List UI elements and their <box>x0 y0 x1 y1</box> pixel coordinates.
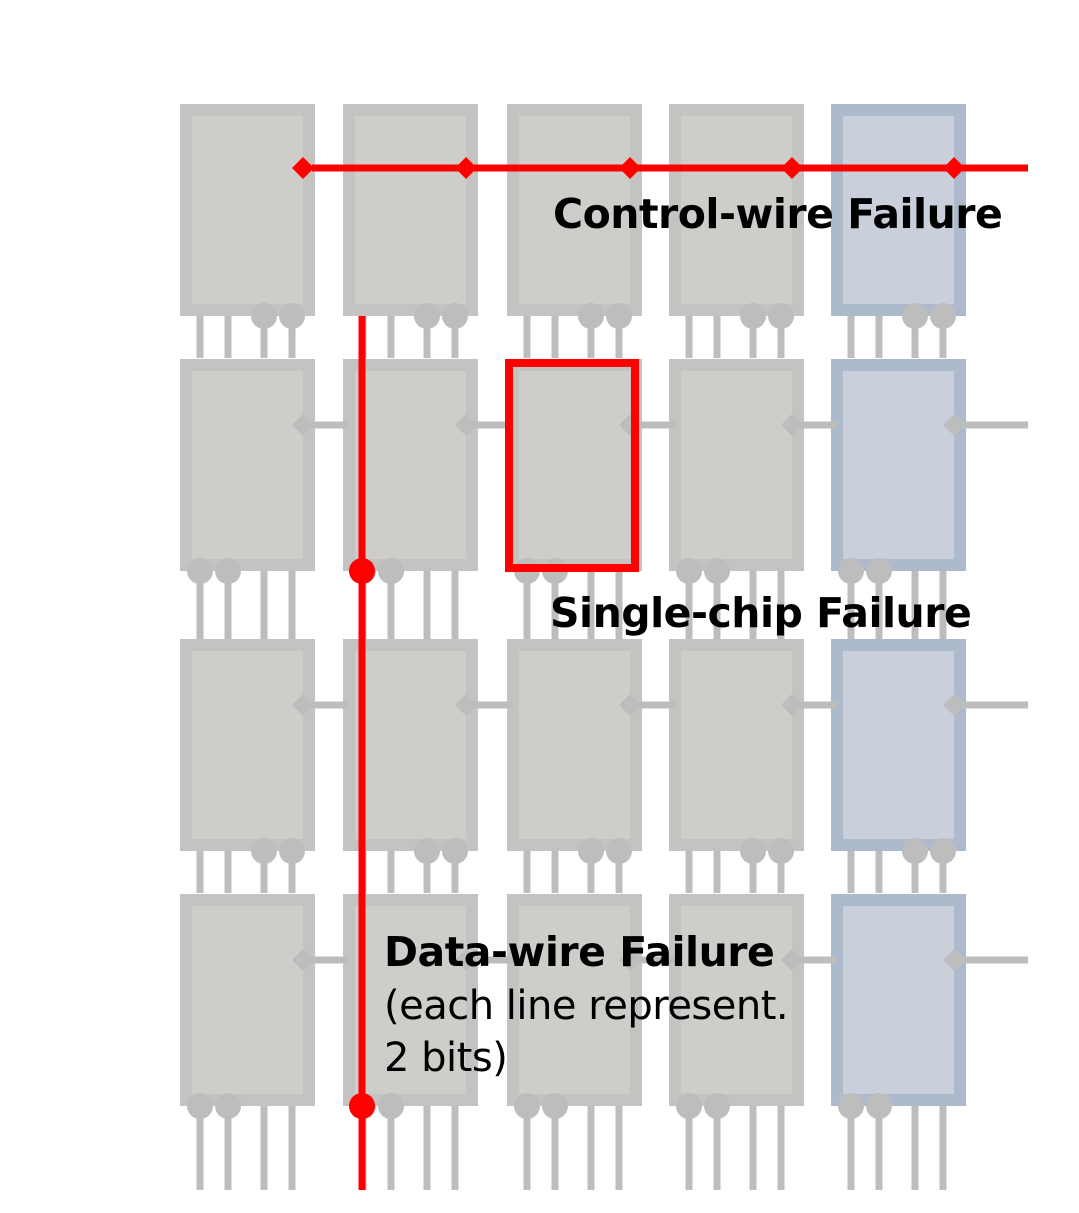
ecc-chip <box>831 359 966 571</box>
control-wire-node <box>943 414 965 436</box>
pin-junction-dot <box>578 303 604 329</box>
memory-chip <box>343 359 478 571</box>
memory-chip <box>343 894 478 1106</box>
control-wire-node <box>943 949 965 971</box>
pin-junction-dot <box>378 558 404 584</box>
pin-junction-dot <box>606 303 632 329</box>
pin-junction-dot <box>187 1093 213 1119</box>
data-wire-note-line2: 2 bits) <box>384 1035 508 1081</box>
pin-junction-dot <box>676 558 702 584</box>
pin-junction-dot <box>251 838 277 864</box>
pin-junction-dot <box>676 1093 702 1119</box>
failure-layer <box>292 157 1028 1190</box>
control-wire-failure-node <box>619 157 641 179</box>
pin-junction-dot <box>768 303 794 329</box>
control-wire-node <box>455 414 477 436</box>
memory-chip <box>180 639 315 851</box>
pin-junction-dot <box>251 303 277 329</box>
data-wire-failure-dot <box>349 558 375 584</box>
pin-junction-dot <box>514 1093 540 1119</box>
memory-chip <box>507 104 642 316</box>
memory-chip <box>507 639 642 851</box>
ecc-chip <box>831 639 966 851</box>
pin-junction-dot <box>578 838 604 864</box>
control-wire-node <box>292 414 314 436</box>
control-wire-failure-label: Control-wire Failure <box>553 190 1003 238</box>
pin-junction-dot <box>606 838 632 864</box>
chip-grid <box>180 104 966 1106</box>
pin-junction-dot <box>704 558 730 584</box>
memory-chip <box>669 639 804 851</box>
pin-junction-dot <box>740 303 766 329</box>
control-wire-node <box>619 694 641 716</box>
pin-junction-dot <box>442 303 468 329</box>
memory-chip <box>507 894 642 1106</box>
pin-junction-dot <box>768 838 794 864</box>
control-wire-failure-node <box>943 157 965 179</box>
memory-chip <box>180 104 315 316</box>
pin-junction-dot <box>930 303 956 329</box>
memory-chip <box>669 359 804 571</box>
control-wire-node <box>943 694 965 716</box>
pin-junction-dot <box>902 838 928 864</box>
memory-chip <box>507 359 642 571</box>
pin-junction-dot <box>279 838 305 864</box>
memory-chip <box>180 359 315 571</box>
single-chip-failure-label: Single-chip Failure <box>550 589 972 637</box>
pin-junction-dot <box>838 1093 864 1119</box>
control-wire-node <box>292 949 314 971</box>
pin-junction-dot <box>414 303 440 329</box>
wire-layer <box>187 303 1028 1190</box>
memory-chip <box>343 639 478 851</box>
pin-junction-dot <box>930 838 956 864</box>
control-wire-failure-node <box>455 157 477 179</box>
control-wire-node <box>781 949 803 971</box>
control-wire-node <box>619 949 641 971</box>
control-wire-failure-node <box>292 157 314 179</box>
pin-junction-dot <box>866 558 892 584</box>
pin-junction-dot <box>378 1093 404 1119</box>
ecc-chip <box>831 104 966 316</box>
control-wire-node <box>781 414 803 436</box>
single-chip-failure-outline <box>505 359 639 572</box>
control-wire-node <box>455 694 477 716</box>
pin-junction-dot <box>704 1093 730 1119</box>
control-wire-node <box>455 949 477 971</box>
pin-junction-dot <box>414 838 440 864</box>
pin-junction-dot <box>902 303 928 329</box>
pin-junction-dot <box>740 838 766 864</box>
memory-chip <box>669 894 804 1106</box>
pin-junction-dot <box>542 1093 568 1119</box>
pin-junction-dot <box>215 558 241 584</box>
data-wire-failure-dot <box>349 1093 375 1119</box>
data-wire-failure-label: Data-wire Failure <box>384 928 775 976</box>
ecc-chip <box>831 894 966 1106</box>
control-wire-failure-node <box>781 157 803 179</box>
pin-junction-dot <box>838 558 864 584</box>
data-wire-note-line1: (each line represent. <box>384 983 789 1029</box>
pin-junction-dot <box>866 1093 892 1119</box>
pin-junction-dot <box>215 1093 241 1119</box>
memory-chip <box>669 104 804 316</box>
memory-chip <box>180 894 315 1106</box>
control-wire-node <box>781 694 803 716</box>
pin-junction-dot <box>187 558 213 584</box>
memory-chip <box>343 104 478 316</box>
control-wire-node <box>292 694 314 716</box>
pin-junction-dot <box>442 838 468 864</box>
pin-junction-dot <box>279 303 305 329</box>
